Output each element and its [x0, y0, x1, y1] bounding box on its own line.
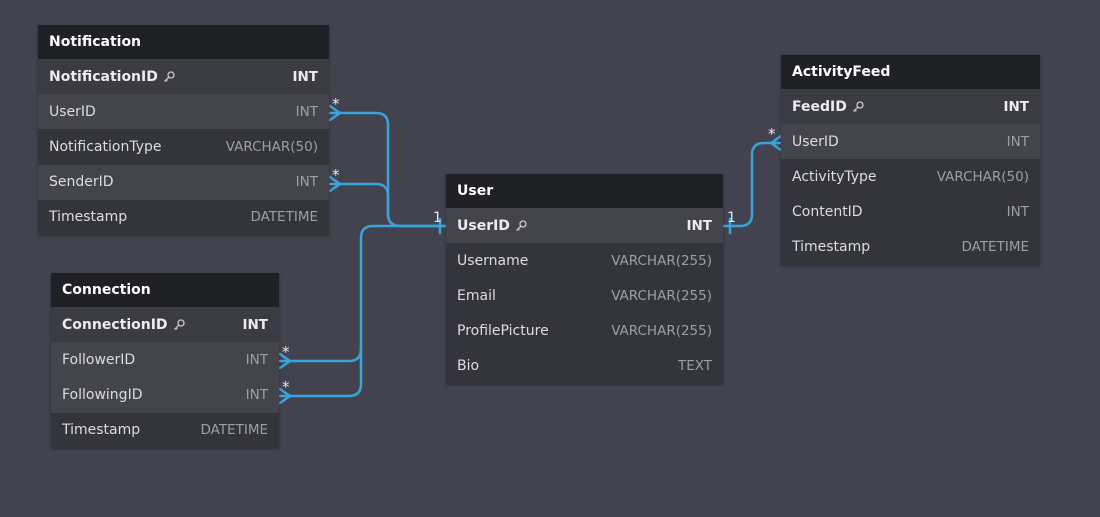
column-name: FollowerID — [62, 351, 136, 368]
key-icon — [163, 70, 175, 83]
column-type: INT — [292, 68, 318, 85]
table-row[interactable]: Email VARCHAR(255) — [446, 278, 723, 314]
column-type: INT — [1003, 98, 1029, 115]
table-row[interactable]: Timestamp DATETIME — [38, 199, 329, 235]
table-row[interactable]: Timestamp DATETIME — [51, 412, 279, 448]
column-type: VARCHAR(255) — [611, 323, 712, 340]
column-type: DATETIME — [250, 209, 318, 226]
table-row[interactable]: UserID INT — [38, 94, 329, 130]
crowfoot-activityfeed-userid — [769, 134, 783, 152]
column-type: INT — [242, 316, 268, 333]
table-row-pk[interactable]: NotificationID INT — [38, 59, 329, 95]
column-name: Username — [457, 252, 529, 269]
table-title[interactable]: Notification — [38, 25, 329, 59]
table-row-pk[interactable]: ConnectionID INT — [51, 307, 279, 343]
connector-notification-senderid — [328, 182, 402, 228]
table-row[interactable]: UserID INT — [781, 124, 1040, 160]
column-name: NotificationType — [49, 138, 162, 155]
table-notification[interactable]: Notification NotificationID INT UserID I… — [38, 25, 329, 235]
column-type: INT — [245, 386, 268, 403]
card-user-right: 1 — [727, 210, 736, 226]
card-user-left: 1 — [433, 210, 442, 226]
key-icon — [173, 318, 185, 331]
table-row-pk[interactable]: FeedID INT — [781, 89, 1040, 125]
table-row[interactable]: ContentID INT — [781, 194, 1040, 230]
table-row[interactable]: SenderID INT — [38, 164, 329, 200]
column-name: NotificationID — [49, 68, 158, 85]
table-row[interactable]: FollowingID INT — [51, 377, 279, 413]
table-row[interactable]: FollowerID INT — [51, 342, 279, 378]
table-title[interactable]: Connection — [51, 273, 279, 307]
column-name: Timestamp — [62, 422, 141, 439]
column-type: INT — [1006, 133, 1029, 150]
column-name: Timestamp — [792, 239, 871, 256]
card-notification-userid: * — [332, 95, 340, 113]
column-type: INT — [1006, 204, 1029, 221]
card-notification-senderid: * — [332, 166, 340, 184]
column-type: INT — [295, 174, 318, 191]
table-user[interactable]: User UserID INT Username VARCHAR(255) Em… — [446, 174, 723, 384]
column-name: ContentID — [792, 204, 863, 221]
column-name: Email — [457, 287, 496, 304]
column-name: UserID — [792, 133, 839, 150]
column-type: DATETIME — [200, 422, 268, 439]
table-activityfeed[interactable]: ActivityFeed FeedID INT UserID INT Activ… — [781, 55, 1040, 265]
connector-connection-followingid — [278, 347, 363, 398]
card-connection-followingid: * — [282, 378, 290, 396]
column-name: FeedID — [792, 98, 847, 115]
table-title[interactable]: User — [446, 174, 723, 208]
column-name: ProfilePicture — [457, 323, 549, 340]
crowfoot-notification-senderid — [328, 175, 342, 193]
card-connection-followerid: * — [282, 343, 290, 361]
column-type: VARCHAR(255) — [611, 287, 712, 304]
key-icon — [515, 219, 527, 232]
table-connection[interactable]: Connection ConnectionID INT FollowerID I… — [51, 273, 279, 448]
crowfoot-connection-followingid — [278, 387, 292, 405]
column-name: FollowingID — [62, 386, 143, 403]
column-name: ActivityType — [792, 168, 877, 185]
column-name: Bio — [457, 358, 480, 375]
column-type: VARCHAR(50) — [936, 168, 1029, 185]
column-type: VARCHAR(50) — [225, 138, 318, 155]
table-row[interactable]: ProfilePicture VARCHAR(255) — [446, 313, 723, 349]
column-name: Timestamp — [49, 209, 128, 226]
column-type: DATETIME — [961, 239, 1029, 256]
column-type: VARCHAR(255) — [611, 252, 712, 269]
table-row[interactable]: Timestamp DATETIME — [781, 229, 1040, 265]
column-name: UserID — [457, 217, 510, 234]
column-type: INT — [245, 351, 268, 368]
table-row[interactable]: ActivityType VARCHAR(50) — [781, 159, 1040, 195]
card-activityfeed-userid: * — [768, 125, 776, 143]
column-type: INT — [686, 217, 712, 234]
column-name: UserID — [49, 103, 96, 120]
table-row-pk[interactable]: UserID INT — [446, 208, 723, 244]
table-row[interactable]: NotificationType VARCHAR(50) — [38, 129, 329, 165]
table-row[interactable]: Bio TEXT — [446, 348, 723, 384]
connector-activityfeed-userid — [722, 141, 783, 228]
crowfoot-connection-followerid — [278, 352, 292, 370]
column-type: INT — [295, 103, 318, 120]
column-name: SenderID — [49, 174, 114, 191]
table-row[interactable]: Username VARCHAR(255) — [446, 243, 723, 279]
column-type: TEXT — [677, 358, 712, 375]
key-icon — [852, 100, 864, 113]
table-title[interactable]: ActivityFeed — [781, 55, 1040, 89]
connector-connection-followerid — [278, 224, 448, 363]
crowfoot-notification-userid — [328, 104, 342, 122]
column-name: ConnectionID — [62, 316, 168, 333]
